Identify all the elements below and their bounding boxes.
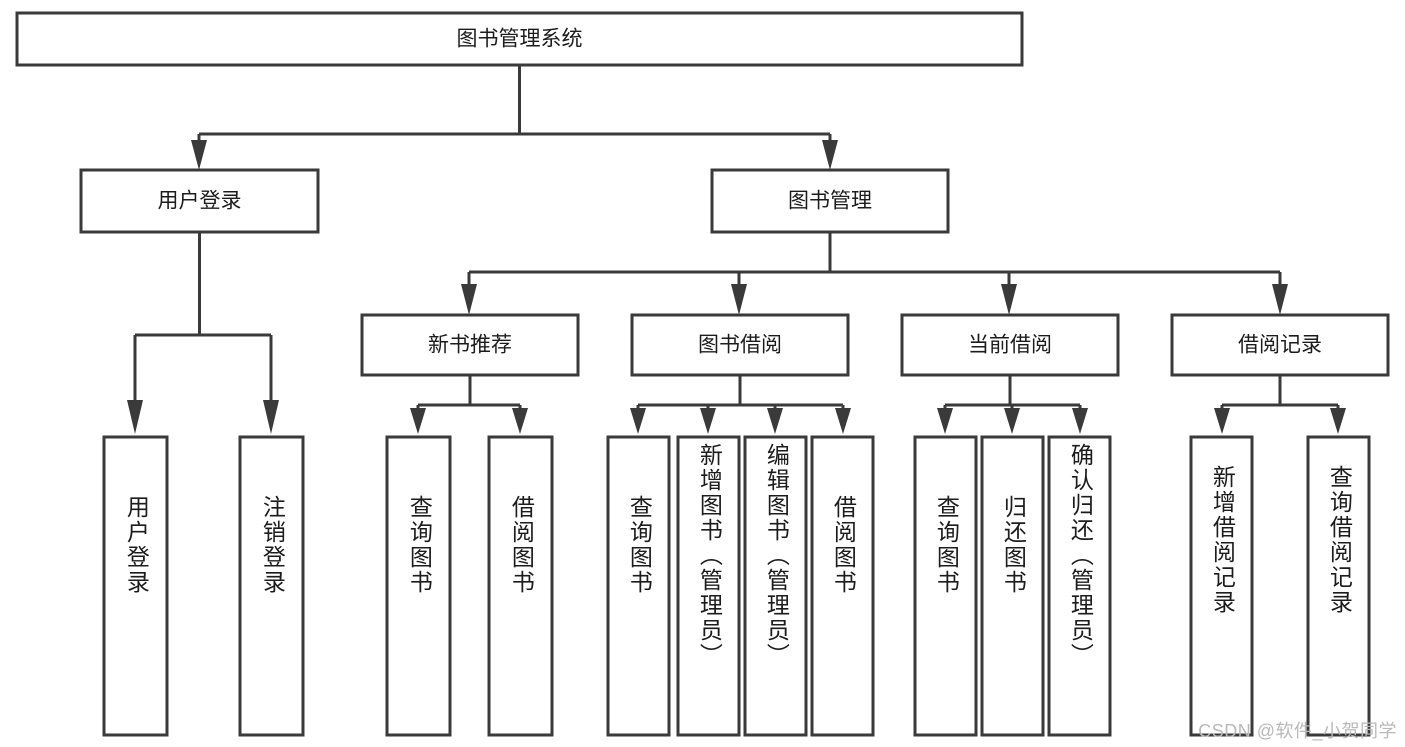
arrow-head-current-borrow xyxy=(1001,284,1017,315)
leaf-box-bb-edit-book-admin[interactable] xyxy=(743,435,808,737)
leaf-box-nb-borrow-book[interactable] xyxy=(487,435,554,737)
arrow-head-leaf-user-login xyxy=(127,400,143,434)
arrow-head-br-leaf-1 xyxy=(1214,408,1230,434)
leaf-box-logout[interactable] xyxy=(238,435,305,737)
node-new-book-recommend-box xyxy=(360,313,580,377)
arrow-head-borrow-record xyxy=(1272,284,1288,315)
node-root-system-label: 图书管理系统 xyxy=(457,28,583,51)
node-current-borrow[interactable]: 当前借阅 xyxy=(900,313,1120,377)
arrow-head-br-leaf-2 xyxy=(1330,408,1346,434)
arrow-head-bb-leaf-2 xyxy=(700,408,716,434)
leaf-box-br-query-record[interactable] xyxy=(1306,435,1371,737)
node-current-borrow-label: 当前借阅 xyxy=(968,334,1052,357)
leaf-box-cb-return-book[interactable] xyxy=(980,435,1045,737)
arrow-head-book-borrow xyxy=(731,284,747,315)
arrow-head-bb-leaf-1 xyxy=(630,408,646,434)
node-book-borrow-label: 图书借阅 xyxy=(698,334,782,357)
arrow-head-nb-leaf-2 xyxy=(512,408,528,434)
node-user-login[interactable]: 用户登录 xyxy=(79,168,320,234)
node-book-manage[interactable]: 图书管理 xyxy=(710,168,950,234)
node-book-manage-label: 图书管理 xyxy=(788,190,872,213)
leaf-box-bb-borrow-book[interactable] xyxy=(810,435,875,737)
leaf-box-nb-query-book[interactable] xyxy=(385,435,452,737)
node-new-book-recommend-label: 新书推荐 xyxy=(428,334,512,357)
arrow-head-user-login xyxy=(191,140,207,170)
node-borrow-record-label: 借阅记录 xyxy=(1238,334,1322,357)
node-book-borrow-box xyxy=(630,313,850,377)
node-borrow-record[interactable]: 借阅记录 xyxy=(1170,313,1390,377)
leaf-box-bb-query-book[interactable] xyxy=(606,435,671,737)
node-root-system-box xyxy=(15,11,1024,67)
node-book-manage-box xyxy=(710,168,950,234)
node-root-system[interactable]: 图书管理系统 xyxy=(15,11,1024,67)
arrow-head-nb-leaf-1 xyxy=(410,408,426,434)
arrow-head-cb-leaf-2 xyxy=(1004,408,1020,434)
arrow-head-bb-leaf-4 xyxy=(835,408,851,434)
node-borrow-record-box xyxy=(1170,313,1390,377)
leaf-box-cb-confirm-return-admin[interactable] xyxy=(1047,435,1112,737)
leaf-box-user-login[interactable] xyxy=(102,435,169,737)
arrow-head-cb-leaf-1 xyxy=(937,408,953,434)
arrow-head-new-book xyxy=(461,284,477,315)
leaf-box-br-add-record[interactable] xyxy=(1189,435,1254,737)
node-current-borrow-box xyxy=(900,313,1120,377)
node-book-borrow[interactable]: 图书借阅 xyxy=(630,313,850,377)
arrow-head-cb-leaf-3 xyxy=(1072,408,1088,434)
node-user-login-label: 用户登录 xyxy=(158,190,242,213)
arrow-head-leaf-logout xyxy=(263,400,279,434)
node-new-book-recommend[interactable]: 新书推荐 xyxy=(360,313,580,377)
csdn-watermark: CSDN @软件_小贺同学 xyxy=(1198,721,1397,741)
arrow-head-book-manage xyxy=(822,140,838,170)
arrow-head-bb-leaf-3 xyxy=(767,408,783,434)
leaf-box-cb-query-book[interactable] xyxy=(913,435,978,737)
leaf-box-bb-add-book-admin[interactable] xyxy=(676,435,741,737)
